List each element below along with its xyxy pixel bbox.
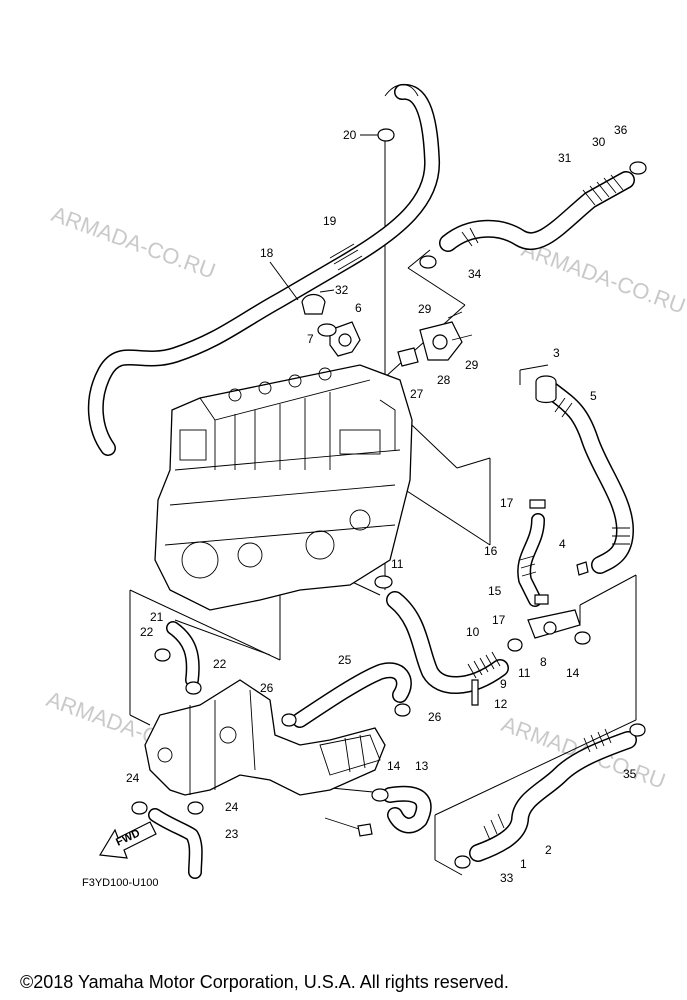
callout-1: 1 xyxy=(520,857,527,871)
callout-29a: 29 xyxy=(418,302,432,316)
hose-13 xyxy=(382,785,432,834)
clamp-35 xyxy=(629,723,646,737)
callout-30: 30 xyxy=(592,135,606,149)
callout-31: 31 xyxy=(558,151,572,165)
callout-8: 8 xyxy=(540,655,547,669)
hose-2 xyxy=(469,728,637,862)
hose-16 xyxy=(517,513,545,607)
callout-26a: 26 xyxy=(260,681,274,695)
clamp-20 xyxy=(377,128,395,142)
o-ring-7 xyxy=(317,323,337,337)
callout-22a: 22 xyxy=(140,625,154,639)
diagram-code: F3YD100-U100 xyxy=(82,877,158,889)
engine-block xyxy=(154,364,413,611)
callout-33: 33 xyxy=(500,871,514,885)
callout-2: 2 xyxy=(545,843,552,857)
joint-3 xyxy=(535,375,557,404)
thermostat-parts xyxy=(301,293,473,367)
clamp-22b xyxy=(185,681,202,695)
callout-32: 32 xyxy=(335,283,349,297)
callout-labels: 20 36 30 31 19 18 34 32 6 29 7 29 28 27 … xyxy=(126,123,637,885)
callout-34: 34 xyxy=(468,267,482,281)
callout-24b: 24 xyxy=(225,800,239,814)
clamp-4 xyxy=(576,561,589,576)
joints-and-clamps xyxy=(131,128,647,869)
clamp-26b xyxy=(394,703,411,717)
clamp-22a xyxy=(154,648,171,662)
callout-9: 9 xyxy=(500,677,507,691)
watermark-top-right: ARMADA-CO.RU xyxy=(518,236,687,318)
callout-22b: 22 xyxy=(213,657,227,671)
callout-27: 27 xyxy=(410,387,424,401)
hose-10 xyxy=(386,591,509,694)
clamp-36 xyxy=(629,161,647,175)
callout-6: 6 xyxy=(355,301,362,315)
clamp-26a xyxy=(281,713,297,727)
clip-12 xyxy=(471,679,479,706)
hose-23 xyxy=(148,808,203,879)
callout-20: 20 xyxy=(343,128,357,142)
callout-35: 35 xyxy=(623,767,637,781)
callout-3: 3 xyxy=(553,346,560,360)
callout-10: 10 xyxy=(466,625,480,639)
clamp-17a xyxy=(529,499,546,509)
watermark-top-left: ARMADA-CO.RU xyxy=(48,201,219,283)
clamp-14b xyxy=(371,788,389,802)
callout-17b: 17 xyxy=(492,613,506,627)
callout-17a: 17 xyxy=(500,496,514,510)
hose-19 xyxy=(87,83,441,456)
clamp-24b xyxy=(187,801,204,815)
callout-18: 18 xyxy=(260,246,274,260)
thermostat-27 xyxy=(397,347,419,367)
fwd-arrow: FWD xyxy=(99,821,157,859)
callout-19: 19 xyxy=(323,214,337,228)
callout-13: 13 xyxy=(415,759,429,773)
callout-15: 15 xyxy=(488,584,502,598)
hose-5 xyxy=(539,379,634,574)
callout-29b: 29 xyxy=(465,358,479,372)
clamp-11a xyxy=(374,575,393,589)
hose-21 xyxy=(166,621,200,687)
callout-28: 28 xyxy=(437,373,451,387)
callout-24a: 24 xyxy=(126,771,140,785)
callout-4: 4 xyxy=(559,537,566,551)
hose-25 xyxy=(292,662,412,728)
callout-14b: 14 xyxy=(387,759,401,773)
clamp-24a xyxy=(131,801,148,815)
clamp-14a xyxy=(574,631,591,645)
hose-31 xyxy=(439,171,635,252)
callout-5: 5 xyxy=(590,389,597,403)
callout-26b: 26 xyxy=(428,710,442,724)
callout-11b: 11 xyxy=(518,666,531,680)
callout-36: 36 xyxy=(614,123,628,137)
clamp-11b xyxy=(507,638,523,652)
callout-16: 16 xyxy=(484,544,498,558)
callout-7: 7 xyxy=(307,332,314,346)
callout-23: 23 xyxy=(225,827,239,841)
copyright-notice: ©2018 Yamaha Motor Corporation, U.S.A. A… xyxy=(20,972,509,992)
clamp-17b xyxy=(534,594,549,605)
callout-11a: 11 xyxy=(391,557,404,571)
callout-12: 12 xyxy=(494,697,508,711)
callout-14a: 14 xyxy=(566,666,580,680)
clamp-34 xyxy=(419,255,437,269)
lower-manifold xyxy=(144,679,386,837)
cap-32 xyxy=(301,293,326,315)
clamp-33 xyxy=(454,855,471,869)
callout-21: 21 xyxy=(150,610,164,624)
callout-25: 25 xyxy=(338,653,352,667)
